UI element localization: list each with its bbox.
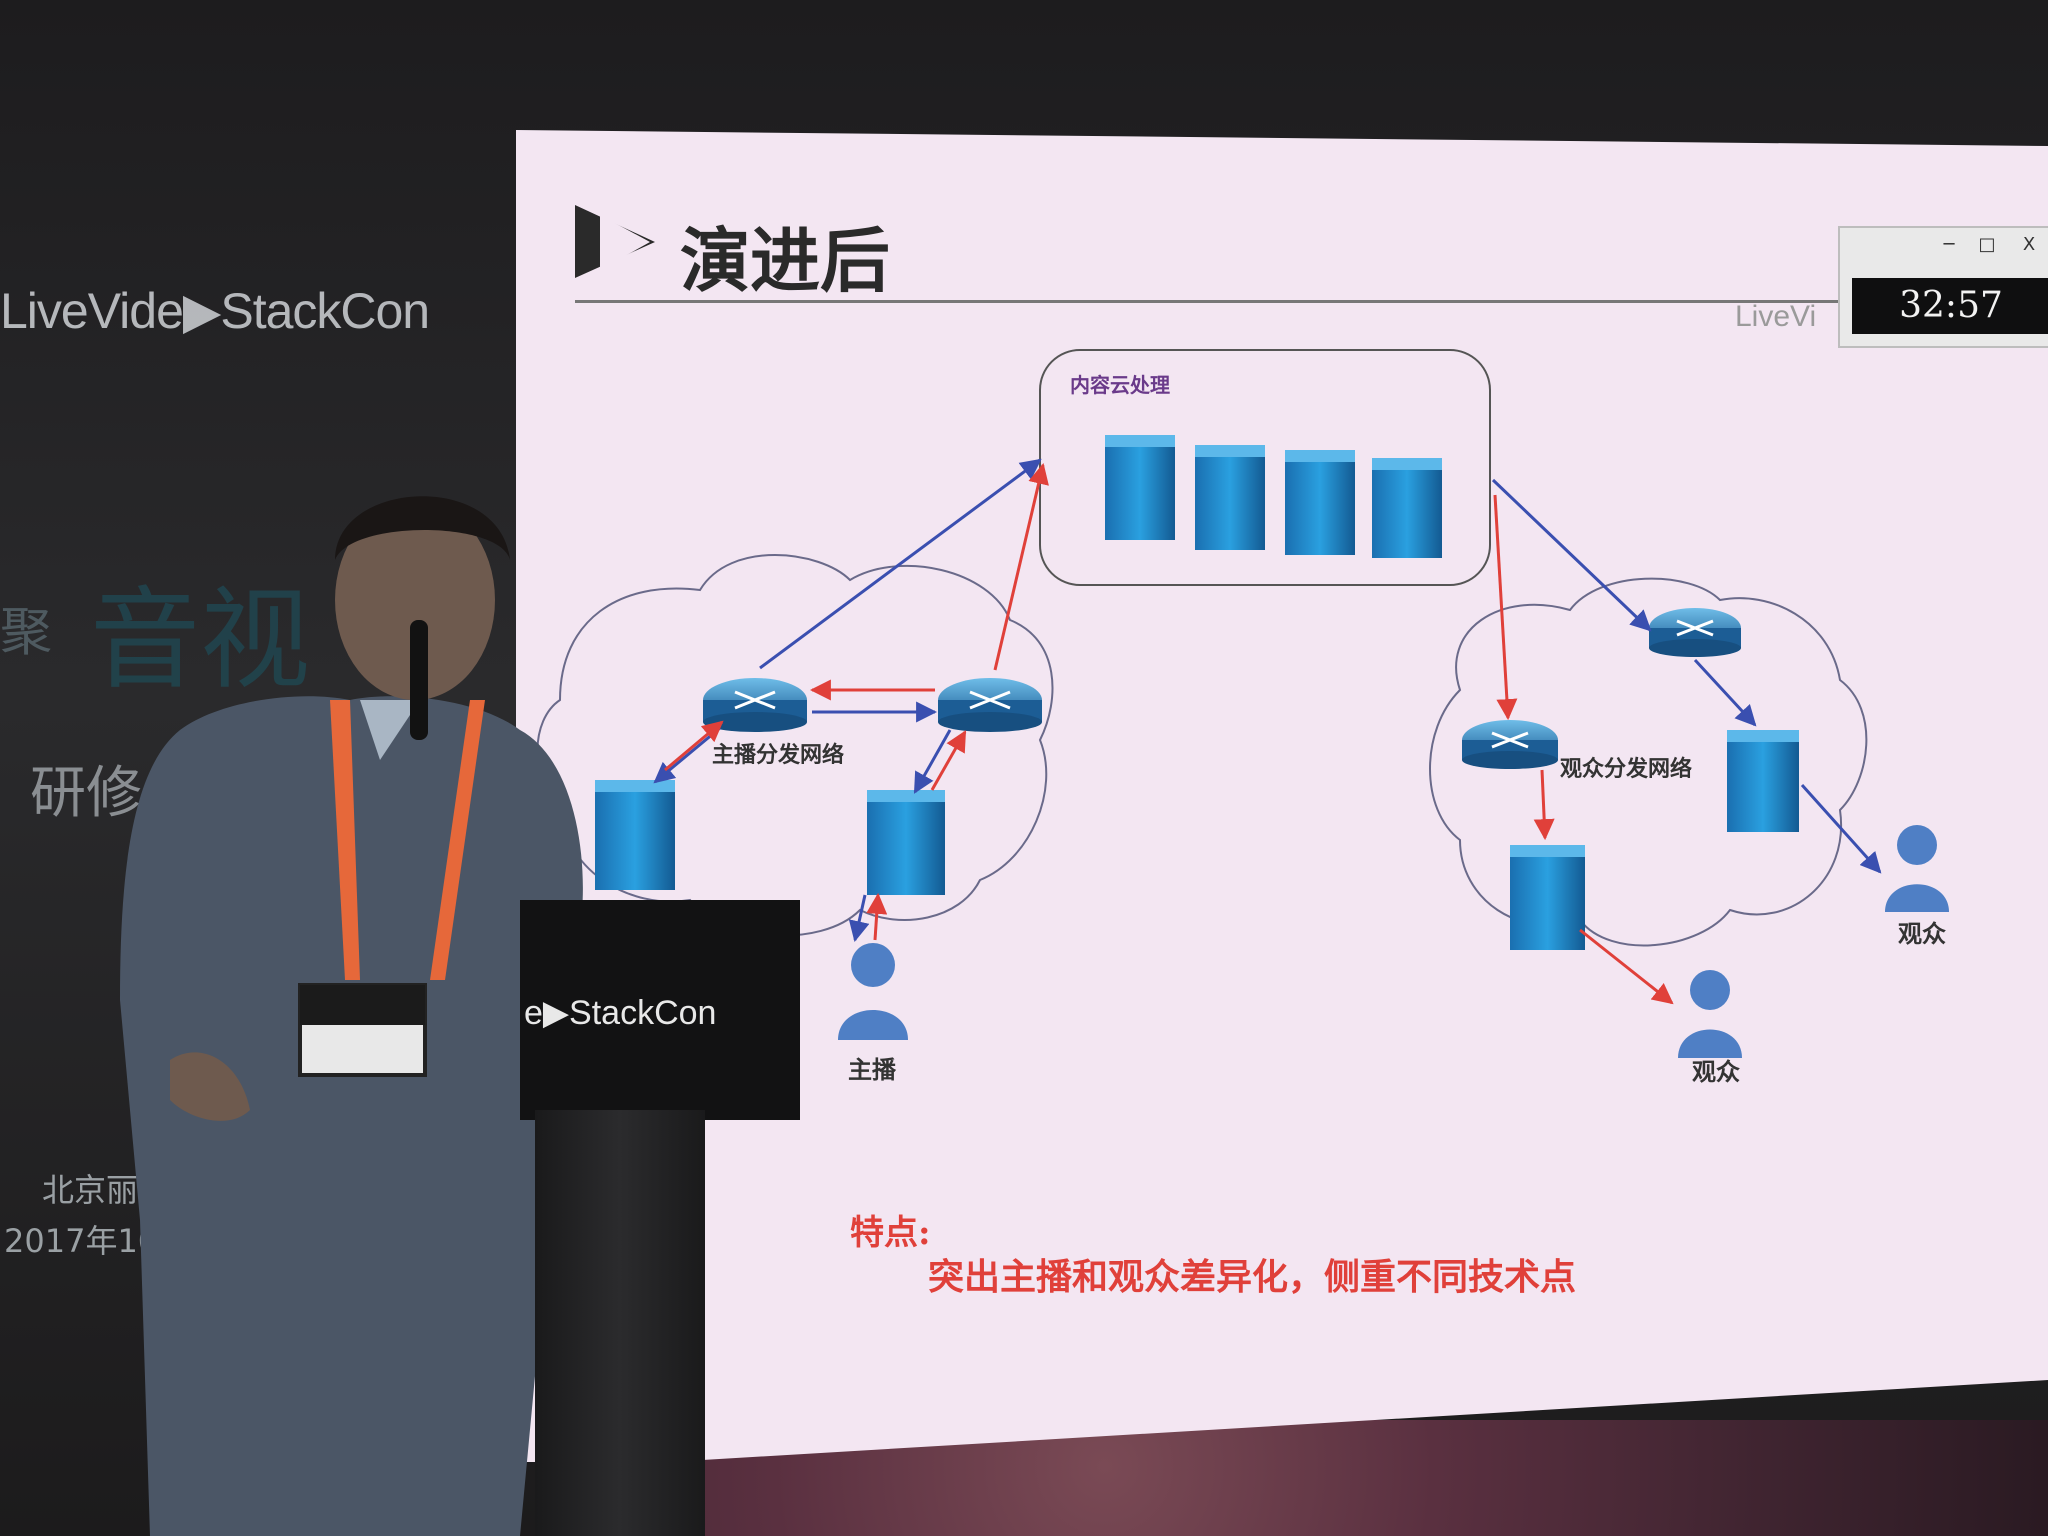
anchor-network-cloud (536, 554, 1054, 937)
speaker (120, 496, 583, 1536)
feature-heading: 特点: (850, 1213, 931, 1253)
title-play-icon (575, 205, 655, 278)
minimize-button[interactable]: ─ (1943, 234, 1955, 255)
backdrop-calligraphy: 音视 (90, 576, 310, 704)
arrow-server1-to-audience-1 (1579, 928, 1674, 1005)
audience-network-label: 观众分发网络 (1560, 756, 1692, 782)
arrow-router-to-cloud (759, 458, 1042, 670)
arrow-router2-to-cloud (993, 462, 1049, 671)
backdrop-brand: LiveVide▶StackCon (0, 283, 430, 339)
audience-edge-server-2 (1727, 730, 1799, 832)
arrow-router2-to-audience-server2 (1693, 658, 1757, 727)
close-button[interactable]: X (2022, 234, 2036, 255)
cloud-server-3 (1285, 450, 1355, 555)
arrow-router1-to-server1 (653, 726, 721, 784)
cloud-server-1 (1105, 435, 1175, 540)
arrow-router2-to-server2 (913, 729, 952, 794)
backdrop-text-1: 聚 (0, 603, 53, 663)
lectern-top (520, 900, 800, 1120)
cloud-server-4 (1372, 458, 1442, 558)
audience-network-cloud (1429, 577, 1868, 947)
title-divider (575, 300, 2048, 303)
arrow-cloud-to-audience-router2 (1491, 478, 1652, 632)
audience-label-2: 观众 (1898, 919, 1946, 948)
lectern-body (535, 1110, 705, 1536)
audience-label-1: 观众 (1692, 1057, 1740, 1086)
audience-router-1 (1462, 720, 1558, 769)
anchor-edge-server-2 (867, 790, 945, 895)
feature-text: 突出主播和观众差异化，侧重不同技术点 (928, 1256, 1577, 1298)
arrow-server2-to-anchor (848, 894, 870, 943)
arrow-server2-to-audience-2 (1800, 783, 1882, 874)
audience-edge-server-1 (1510, 845, 1585, 950)
anchor-network-label: 主播分发网络 (712, 742, 844, 768)
anchor-user-icon (838, 943, 908, 1040)
backdrop-text-3: 研修 (30, 761, 142, 826)
cloud-server-2 (1195, 445, 1265, 550)
arrow-server2-to-router2 (930, 730, 967, 791)
anchor-edge-server-1 (595, 780, 675, 890)
cloud-label: 内容云处理 (1070, 373, 1170, 397)
slide-title: 演进后 (680, 220, 890, 302)
anchor-router-2 (938, 678, 1042, 732)
arrow-router1-to-audience-server1 (1533, 769, 1555, 841)
arrow-server1-to-router1 (664, 720, 724, 772)
timer-display: 32:57 (1852, 278, 2048, 334)
lectern-brand: e▶StackCon (524, 994, 717, 1032)
audience-router-2 (1649, 608, 1741, 657)
audience-user-icon-2 (1885, 825, 1949, 912)
timer-window[interactable]: ─ □ X 32:57 (1838, 226, 2048, 348)
slide-logo: LiveVi (1735, 300, 1817, 333)
maximize-button[interactable]: □ (1978, 234, 1996, 255)
audience-user-icon-1 (1678, 970, 1742, 1058)
anchor-router-1 (703, 678, 807, 732)
backdrop-date: 2017年10 (4, 1222, 159, 1260)
anchor-label: 主播 (848, 1055, 897, 1084)
arrow-anchor-to-server2 (866, 892, 888, 941)
arrow-cloud-to-audience-router1 (1493, 494, 1518, 721)
